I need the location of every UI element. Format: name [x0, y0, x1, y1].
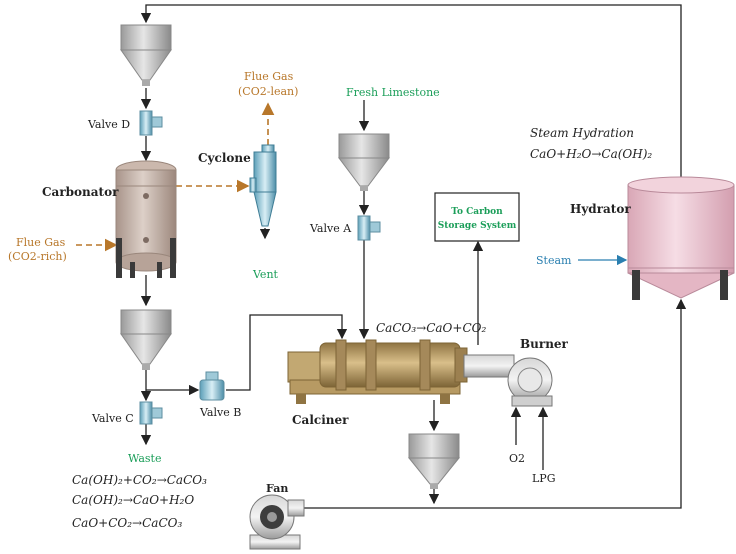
fan-blower — [249, 494, 305, 550]
label-flue-gas-out: Flue Gas — [244, 70, 294, 83]
label-steam-hydration: Steam Hydration — [530, 126, 634, 140]
label-o2: O2 — [509, 452, 525, 465]
hopper-carbonator-bottom — [120, 309, 172, 370]
label-valve-d: Valve D — [87, 118, 130, 131]
label-equation-1: Ca(OH)₂+CO₂→CaCO₃ — [72, 473, 207, 487]
label-fan: Fan — [266, 482, 288, 495]
label-cyclone: Cyclone — [198, 151, 251, 165]
label-flue-gas-out-sub: (CO2-lean) — [238, 85, 298, 98]
label-valve-c: Valve C — [91, 412, 134, 425]
hopper-d — [120, 24, 172, 86]
valve-d — [139, 110, 163, 136]
label-steam: Steam — [536, 254, 572, 267]
label-hydration-equation: CaO+H₂O→Ca(OH)₂ — [530, 147, 652, 161]
line-fan-hydrator — [302, 298, 687, 509]
label-vent: Vent — [252, 268, 279, 281]
label-equation-3: CaO+CO₂→CaCO₃ — [72, 516, 182, 530]
carbon-storage-box — [434, 192, 520, 242]
valve-b — [199, 371, 225, 401]
label-equation-2: Ca(OH)₂→CaO+H₂O — [72, 493, 194, 507]
label-valve-b: Valve B — [199, 406, 241, 419]
label-valve-a: Valve A — [309, 222, 352, 235]
label-carbon-storage-sub: Storage System — [438, 221, 517, 231]
hopper-a — [338, 133, 390, 191]
label-flue-gas-in-sub: (CO2-rich) — [8, 250, 67, 263]
valve-a — [357, 215, 381, 241]
label-lpg: LPG — [532, 472, 556, 485]
carbonator-vessel — [115, 160, 177, 278]
label-carbonator: Carbonator — [42, 185, 119, 199]
label-waste: Waste — [128, 452, 161, 465]
label-calciner: Calciner — [292, 413, 349, 427]
label-calcination-equation: CaCO₃→CaO+CO₂ — [376, 321, 486, 335]
line-valveB-calciner — [226, 314, 348, 391]
burner-unit — [463, 354, 553, 407]
calciner-kiln — [287, 339, 468, 404]
hydrator-vessel — [627, 176, 735, 300]
label-flue-gas-in: Flue Gas — [16, 236, 66, 249]
label-burner: Burner — [520, 337, 569, 351]
valve-c — [139, 401, 163, 425]
recycle-line-top — [140, 4, 682, 185]
hopper-calciner-bottom — [407, 433, 461, 489]
label-fresh-limestone: Fresh Limestone — [346, 86, 440, 99]
label-carbon-storage: To Carbon — [451, 207, 503, 217]
label-hydrator: Hydrator — [570, 202, 631, 216]
cyclone — [249, 144, 277, 227]
